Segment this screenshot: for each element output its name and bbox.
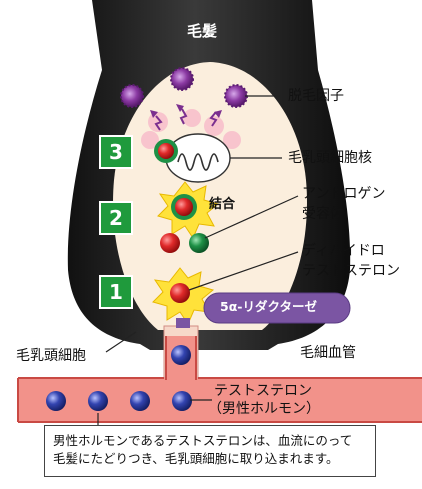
step-badge-3 bbox=[99, 135, 133, 169]
testosterone-molecules bbox=[46, 391, 192, 411]
step-number-1: 1 bbox=[109, 280, 123, 304]
enzyme-pill bbox=[203, 292, 351, 324]
bound-core bbox=[175, 198, 193, 216]
depilation-factor bbox=[120, 67, 248, 108]
label-papilla-cell: 毛乳頭細胞 bbox=[16, 348, 86, 364]
label-testosterone-2: （男性ホルモン） bbox=[208, 401, 320, 417]
label-capillary: 毛細血管 bbox=[300, 345, 356, 361]
enzyme-site bbox=[176, 318, 190, 328]
capillary-vessel bbox=[18, 378, 422, 422]
release-arrows bbox=[154, 108, 218, 131]
step-number-3: 3 bbox=[109, 140, 123, 164]
caption-line-2: 毛髪にたどりつき、毛乳頭細胞に取り込まれます。 bbox=[53, 451, 339, 467]
androgen-receptor-molecule bbox=[189, 233, 209, 253]
dht-molecule-1 bbox=[170, 283, 190, 303]
testosterone-in-stalk bbox=[171, 345, 191, 365]
leader-lines bbox=[97, 95, 299, 430]
label-binding: 結合 bbox=[209, 197, 236, 212]
label-testosterone-1: テストステロン bbox=[214, 383, 312, 399]
release-arrowheads bbox=[150, 104, 222, 118]
label-papilla-nucleus: 毛乳頭細胞核 bbox=[288, 150, 372, 166]
dna-squiggle bbox=[177, 153, 219, 171]
label-enzyme: 5α-リダクターゼ bbox=[220, 299, 317, 314]
caption-line-1: 男性ホルモンであるテストステロンは、血流にのって bbox=[53, 433, 353, 448]
step-badge-2 bbox=[99, 201, 133, 235]
label-dht-2: テストステロン bbox=[302, 263, 400, 279]
label-androgen-receptor-2: 受容体 bbox=[302, 206, 344, 222]
step-number-2: 2 bbox=[109, 206, 123, 230]
step3-complex-core bbox=[158, 143, 174, 159]
label-androgen-receptor-1: アンドロゲン bbox=[302, 186, 386, 202]
hair-title: 毛髪 bbox=[187, 22, 218, 40]
caption-box: 男性ホルモンであるテストステロンは、血流にのって 毛髪にたどりつき、毛乳頭細胞に… bbox=[44, 425, 376, 477]
step-badge-1 bbox=[99, 275, 133, 309]
label-depilation-factor: 脱毛因子 bbox=[288, 88, 344, 104]
dht-molecule-2 bbox=[160, 233, 180, 253]
label-dht-1: ディハイドロ bbox=[302, 243, 385, 259]
